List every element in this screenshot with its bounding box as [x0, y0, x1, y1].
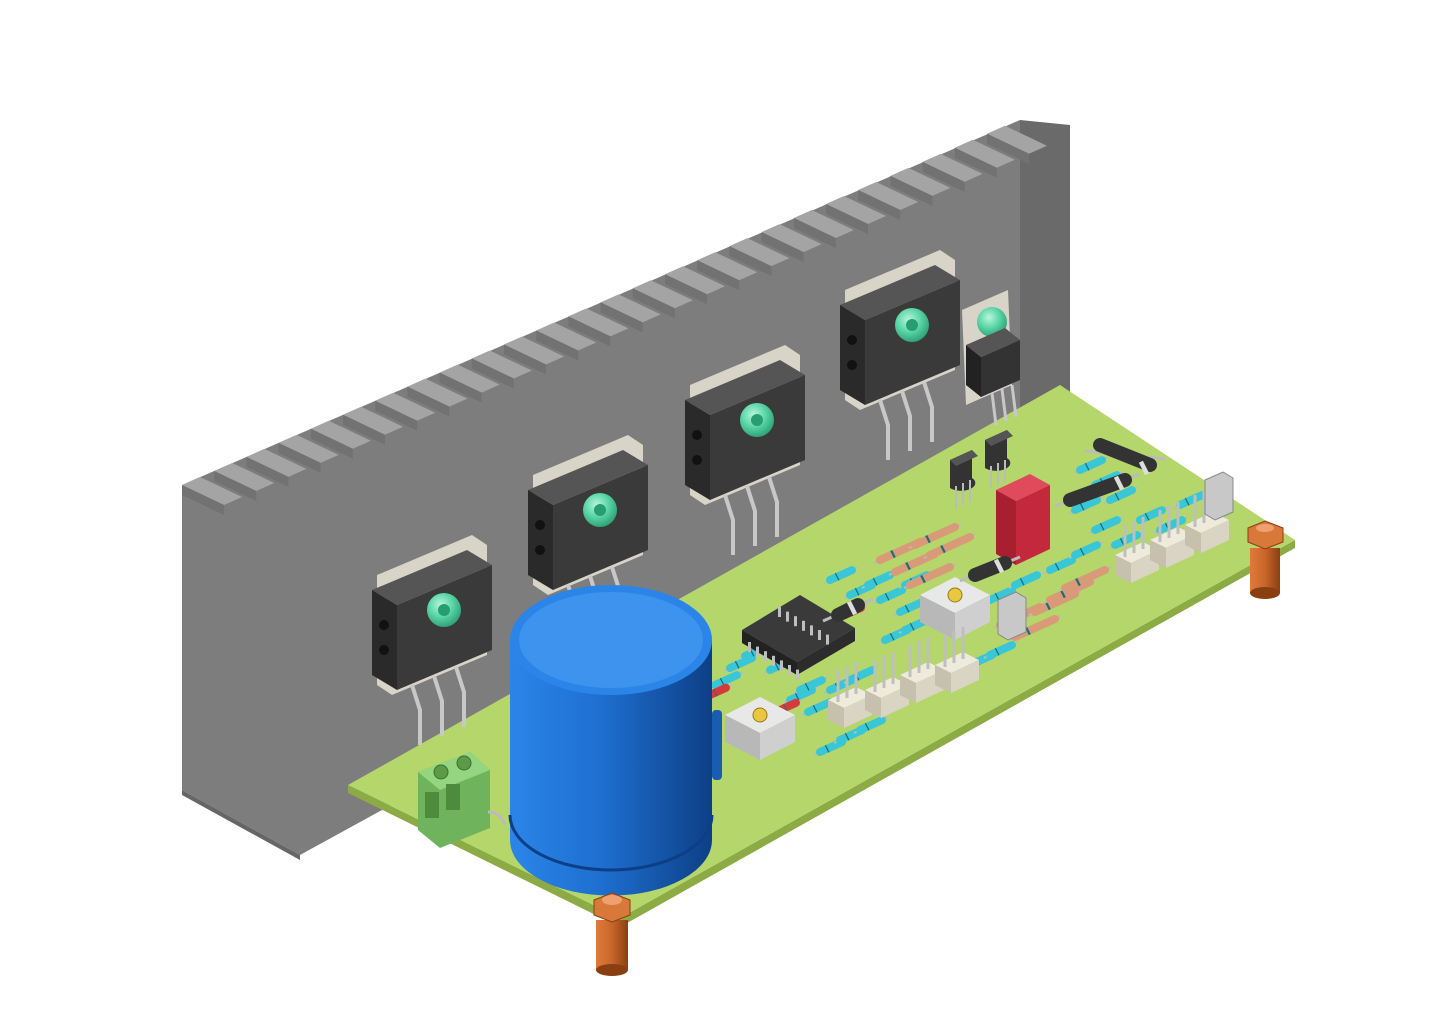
heatsink-fins	[182, 125, 1047, 515]
to126-transistor-icon	[962, 290, 1020, 426]
to92-transistor-icon	[950, 450, 978, 508]
resistor-icon	[1068, 496, 1104, 514]
resistor-icon	[1043, 578, 1097, 604]
to247-transistor-icon	[372, 535, 492, 745]
resistor-icon	[923, 533, 977, 559]
heatsink-fin	[761, 224, 822, 263]
resistor-icon	[783, 686, 819, 704]
heatsink-fin	[729, 238, 790, 277]
heatsink-fin	[632, 280, 693, 319]
faston-tab-icon	[997, 591, 1027, 641]
heatsink-fin	[343, 406, 403, 445]
resistor-icon	[1068, 541, 1104, 559]
heatsink-side-face	[1020, 120, 1070, 460]
screw-terminal-icon	[418, 752, 507, 848]
heatsink-fin	[439, 364, 500, 403]
to247-transistor-icon	[528, 435, 648, 645]
heatsink-fin	[278, 434, 339, 473]
resistor-icon	[723, 654, 759, 672]
board-components	[703, 430, 1234, 760]
heatsink-fin	[826, 196, 886, 234]
resistor-icon	[1103, 486, 1139, 504]
resistor-icon	[908, 523, 962, 549]
resistor-icon	[873, 586, 909, 604]
heatsink-fin	[407, 378, 468, 417]
heatsink-fin	[858, 181, 919, 220]
film-capacitor-icon	[996, 474, 1050, 565]
diode-icon	[1054, 472, 1141, 508]
diode-icon	[959, 555, 1021, 583]
power-transistors	[372, 250, 1020, 745]
heatsink-fin	[665, 266, 725, 305]
dip14-ic-icon	[742, 595, 855, 680]
heatsink-fin	[214, 462, 275, 501]
resistor-icon	[793, 676, 829, 694]
heatsink-fin	[504, 336, 564, 375]
heatsink-fin	[697, 252, 758, 291]
resistor-icon	[1173, 491, 1209, 509]
resistor-icon	[823, 566, 859, 584]
pin-header-icon	[935, 627, 979, 693]
to247-transistor-icon	[840, 250, 960, 460]
to247-transistor-icon	[685, 345, 805, 555]
trimmer-pot-icon	[725, 697, 795, 760]
heatsink-fin	[568, 308, 629, 347]
resistor-icon	[1008, 571, 1044, 589]
brass-standoff-icon	[593, 520, 1284, 976]
heatsink-fin	[471, 350, 532, 389]
resistor-icon	[1028, 590, 1082, 616]
trimmer-pot-icon	[920, 577, 990, 640]
heatsink-fin	[246, 448, 307, 487]
diode-icon	[1084, 438, 1166, 476]
heatsink-fin	[375, 392, 436, 431]
heatsink-fin	[890, 167, 951, 206]
pin-header-icon	[865, 652, 909, 718]
heatsink-fin	[600, 294, 661, 333]
heatsink-fin	[793, 210, 854, 249]
heatsink-fin	[182, 477, 242, 515]
resistor-icon	[903, 563, 957, 589]
heatsink-base-front	[182, 790, 300, 860]
resistor-icon	[983, 641, 1019, 659]
heatsink-fin	[536, 322, 597, 361]
heatsink-fin	[922, 153, 983, 192]
resistor-icon	[1043, 556, 1079, 574]
faston-tab-icon	[1204, 471, 1234, 521]
resistor-icon	[708, 671, 744, 689]
diode-icon	[822, 597, 874, 623]
to92-transistor-icon	[985, 430, 1013, 488]
heatsink-fin	[310, 420, 371, 459]
resistor-icon	[1088, 516, 1124, 534]
heatsink-fin	[987, 125, 1047, 164]
resistor-icon	[1058, 566, 1112, 592]
heatsink-fin	[954, 139, 1015, 178]
resistor-icon	[853, 716, 889, 734]
electrolytic-capacitor-icon	[508, 585, 722, 896]
resistor-icon	[1073, 456, 1109, 474]
